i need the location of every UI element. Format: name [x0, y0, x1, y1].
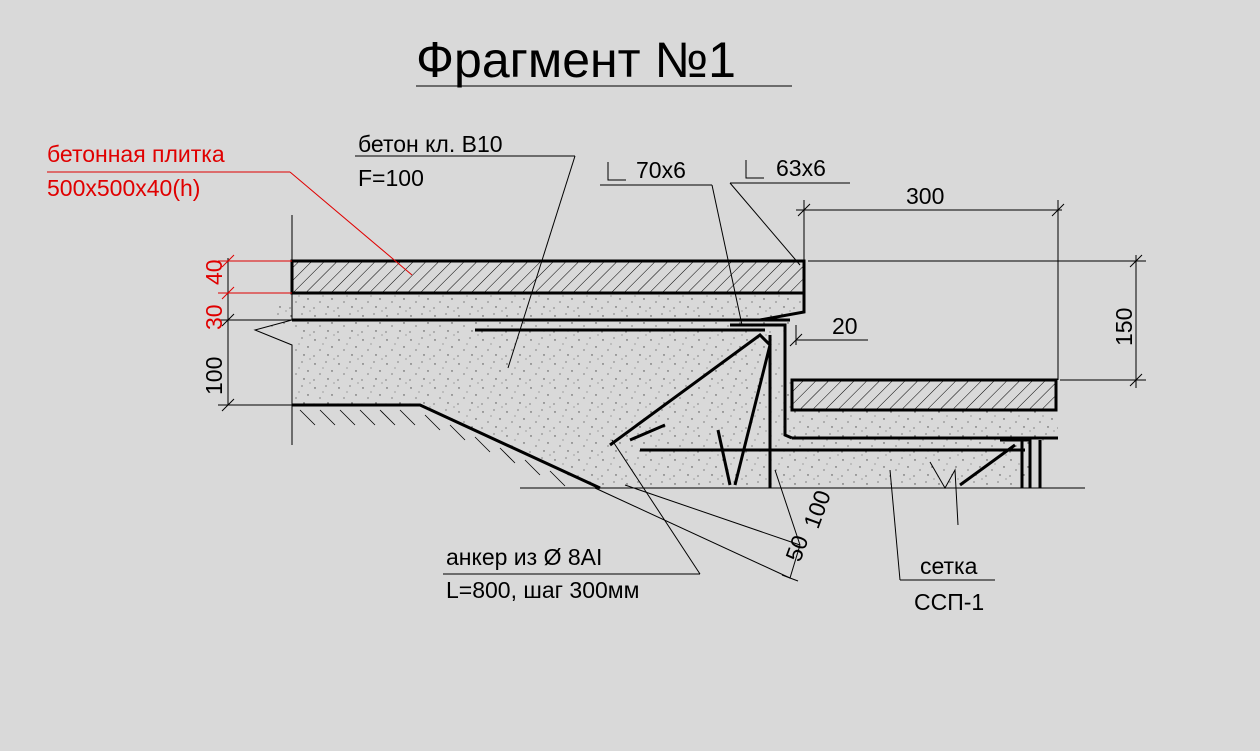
anchor-label-line2: L=800, шаг 300мм [446, 577, 639, 603]
dim-50-diag: 50 [780, 532, 813, 565]
concrete-label-line1: бетон кл. В10 [358, 131, 503, 157]
mesh-label-line2: ССП-1 [914, 589, 984, 615]
mesh-leader [889, 469, 901, 581]
tile-leader [289, 171, 413, 276]
soil-hatching [299, 409, 566, 487]
concrete-label-line2: F=100 [358, 165, 424, 191]
dim-30: 30 [201, 304, 227, 330]
tile-label-line1: бетонная плитка [47, 141, 225, 167]
left-dimension-chain [218, 254, 292, 412]
ground-line [292, 403, 601, 490]
break-line-right [929, 461, 959, 526]
upper-tile [290, 259, 806, 295]
angle-70x6-leader [711, 184, 743, 326]
dim-100-left: 100 [201, 357, 227, 395]
angle-70x6-label: 70х6 [636, 157, 686, 183]
mesh-label-line1: сетка [920, 553, 978, 579]
break-line-left [253, 215, 293, 445]
diagonal-dimension [594, 469, 801, 582]
angle-70x6 [730, 323, 793, 440]
dim-150: 150 [1111, 308, 1137, 346]
angle-lower [1000, 438, 1032, 488]
lower-tile [790, 378, 1058, 412]
angle-63x6-label: 63х6 [776, 155, 826, 181]
anchor-2 [629, 423, 666, 442]
angle-70x6-label-symbol [607, 162, 626, 181]
anchor-lower [959, 443, 1016, 487]
dim-300: 300 [906, 183, 944, 209]
angle-63x6-label-symbol [745, 160, 764, 179]
anchor-3 [716, 429, 732, 486]
tile-label-line2: 500х500х40(h) [47, 175, 200, 201]
anchor-leader [611, 439, 701, 575]
angle-63x6-leader [729, 182, 801, 266]
dimension-150 [808, 254, 1146, 388]
concrete-leader [507, 155, 576, 369]
angle-63x6 [759, 261, 806, 322]
anchor-1 [609, 333, 772, 486]
dim-20: 20 [832, 313, 858, 339]
drawing-title: Фрагмент №1 [416, 32, 736, 88]
dim-40: 40 [201, 259, 227, 285]
dimension-300 [796, 200, 1065, 380]
dimension-20 [789, 325, 868, 347]
dim-100-diag: 100 [798, 487, 836, 532]
anchor-label-line1: анкер из Ø 8АI [446, 544, 602, 570]
